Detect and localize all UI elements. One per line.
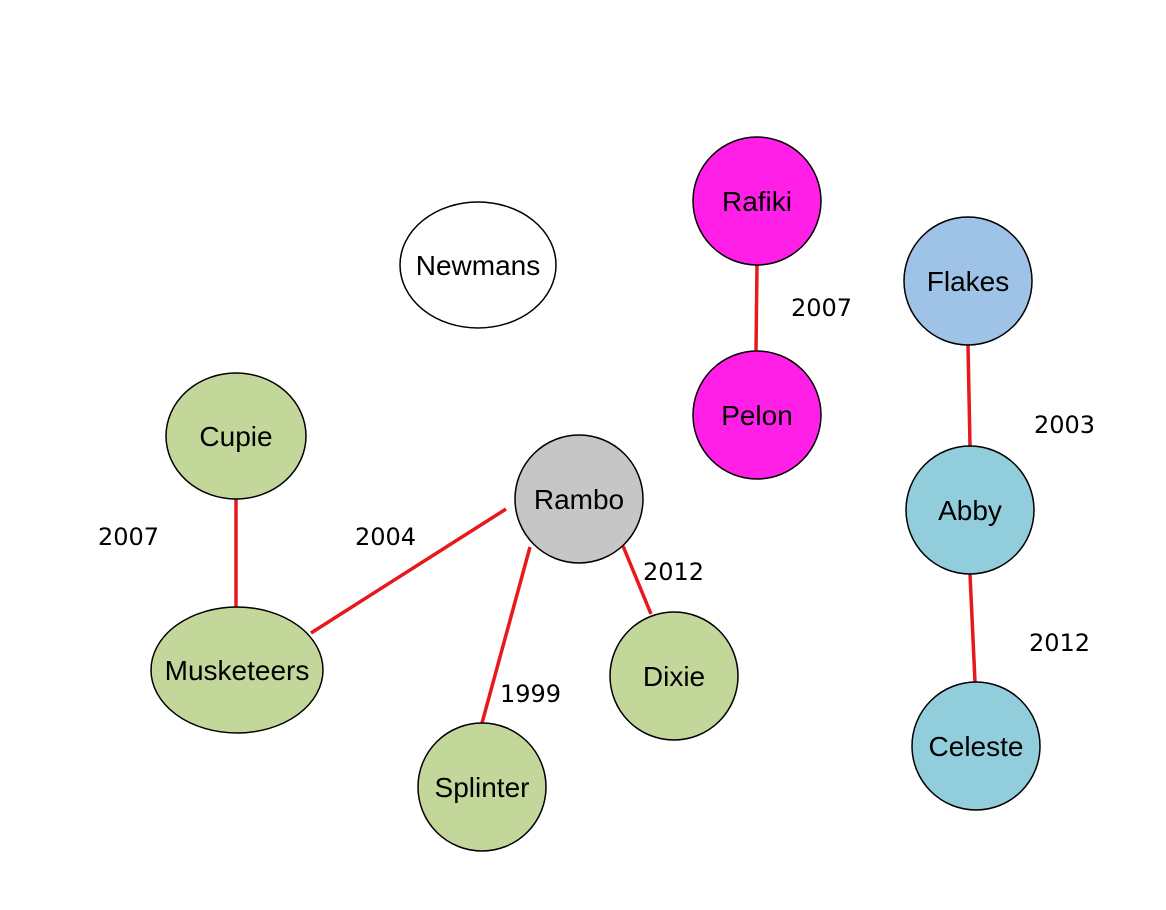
edges-layer [234,264,977,724]
node-cupie: Cupie [165,372,307,500]
node-shape-cupie [165,372,307,500]
edge-rambo-splinter [480,546,532,724]
node-shape-musketeers [150,606,324,734]
node-label-rafiki: Rafiki [722,186,792,217]
edge-flakes-abby [966,344,972,447]
edge-label-abby-celeste: 2012 [1029,629,1090,657]
node-label-splinter: Splinter [435,772,530,803]
node-label-dixie: Dixie [643,661,705,692]
node-label-cupie: Cupie [199,421,272,452]
edge-rambo-dixie [621,545,653,615]
node-splinter: Splinter [417,722,547,852]
node-label-pelon: Pelon [721,400,793,431]
node-label-newmans: Newmans [416,250,540,281]
edge-rafiki-pelon [754,264,759,352]
edge-label-rambo-dixie: 2012 [643,558,704,586]
node-label-celeste: Celeste [929,731,1024,762]
node-shape-flakes [903,216,1033,346]
node-shape-pelon [692,350,822,480]
edge-label-rambo-splinter: 1999 [500,680,561,708]
node-shape-dixie [609,611,739,741]
edge-label-rafiki-pelon: 2007 [791,294,852,322]
node-shape-celeste [911,681,1041,811]
node-shape-rafiki [692,136,822,266]
edge-abby-celeste [968,573,977,683]
node-flakes: Flakes [903,216,1033,346]
edge-label-rambo-musketeers: 2004 [355,523,416,551]
node-label-musketeers: Musketeers [165,655,310,686]
node-newmans: Newmans [399,201,557,329]
edge-labels-layer: 2007 2003 2012 2007 2004 2012 1999 [98,294,1095,708]
node-shape-rambo [514,434,644,564]
node-rambo: Rambo [514,434,644,564]
node-rafiki: Rafiki [692,136,822,266]
node-musketeers: Musketeers [150,606,324,734]
node-label-rambo: Rambo [534,484,624,515]
edge-label-cupie-musketeers: 2007 [98,523,159,551]
node-pelon: Pelon [692,350,822,480]
node-shape-newmans [399,201,557,329]
node-dixie: Dixie [609,611,739,741]
node-label-abby: Abby [938,495,1002,526]
edge-rambo-musketeers [310,507,507,635]
node-shape-splinter [417,722,547,852]
edge-label-flakes-abby: 2003 [1034,411,1095,439]
node-label-flakes: Flakes [927,266,1009,297]
node-celeste: Celeste [911,681,1041,811]
node-shape-abby [905,445,1035,575]
node-abby: Abby [905,445,1035,575]
